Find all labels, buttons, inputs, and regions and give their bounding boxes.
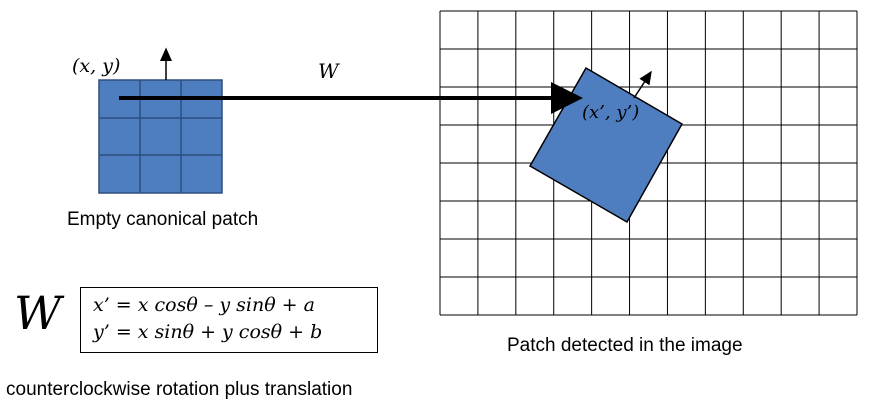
equation-box: x’ = x cosθ – y sinθ + a y’ = x sinθ + y…	[80, 287, 378, 353]
source-point-label: (x, y)	[72, 55, 120, 77]
rotation-caption: counterclockwise rotation plus translati…	[6, 379, 353, 400]
equation-x: x’ = x cosθ – y sinθ + a	[93, 294, 315, 316]
detected-patch-caption: Patch detected in the image	[507, 335, 743, 356]
detected-patch	[528, 66, 684, 224]
transform-symbol: W	[14, 286, 62, 340]
canonical-patch-caption: Empty canonical patch	[67, 209, 259, 230]
detected-orientation-arrow	[633, 70, 652, 99]
equation-y: y’ = x sinθ + y cosθ + b	[93, 321, 323, 343]
target-point-label: (x’, y’)	[582, 102, 639, 123]
warp-label: W	[318, 59, 340, 83]
